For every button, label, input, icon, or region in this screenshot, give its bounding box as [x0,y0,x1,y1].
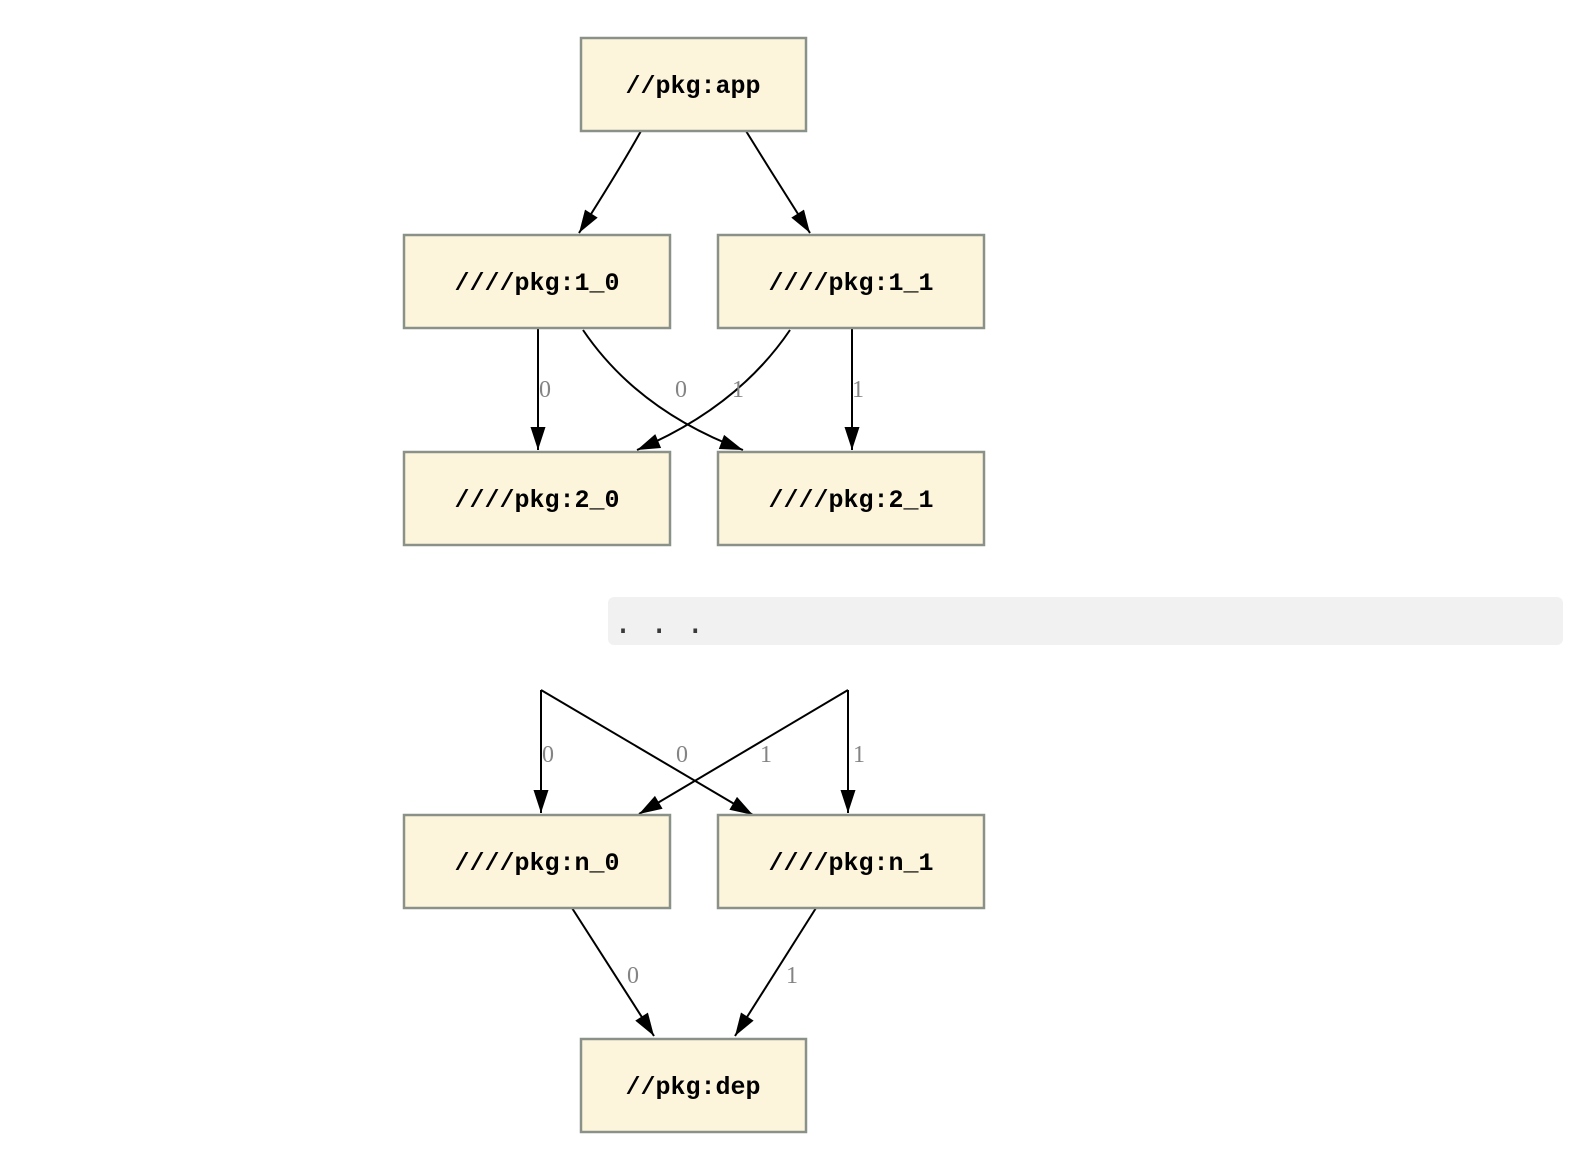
ellipsis-dots: . . . [614,606,704,641]
elided-code-band [608,597,1563,645]
edge-label-n_1-dep: 1 [786,963,798,989]
node-pkg-1_1: ////pkg:1_1 [716,233,986,330]
edge-label-elided-n_1-right: 1 [853,742,865,768]
edge-n_0-to-dep [571,907,655,1037]
node-pkg-n_1: ////pkg:n_1 [716,813,986,910]
node-label: ////pkg:2_1 [768,486,933,515]
node-box [579,36,808,133]
edge-elided-left-to-n_1 [540,689,754,816]
edge-1_1-to-2_0 [636,329,791,451]
edge-label-1_0-2_0: 0 [539,377,551,403]
edge-app-to-1_1 [745,130,811,234]
edge-elided-right-to-n_0 [638,689,849,815]
node-label: ////pkg:1_1 [768,269,933,298]
edge-1_0-to-2_1 [582,329,744,451]
edge-label-n_0-dep: 0 [627,963,639,989]
edge-label-1_0-2_1: 1 [732,377,744,403]
edge-label-elided-n_1-mid: 1 [760,742,772,768]
edge-label-1_1-2_1: 1 [852,377,864,403]
node-box [402,450,672,547]
node-box [716,813,986,910]
node-pkg-app: //pkg:app [579,36,808,133]
node-label: //pkg:dep [625,1073,760,1102]
node-box [716,233,986,330]
node-label: ////pkg:n_0 [454,849,619,878]
node-label: ////pkg:n_1 [768,849,933,878]
edge-label-elided-n_0-mid: 0 [676,742,688,768]
edge-label-1_1-2_0: 0 [675,377,687,403]
node-pkg-n_0: ////pkg:n_0 [402,813,672,910]
node-box [402,813,672,910]
node-box [716,450,986,547]
node-label: //pkg:app [625,72,760,101]
node-label: ////pkg:1_0 [454,269,619,298]
node-box [402,233,672,330]
node-pkg-2_0: ////pkg:2_0 [402,450,672,547]
node-pkg-1_0: ////pkg:1_0 [402,233,672,330]
node-pkg-2_1: ////pkg:2_1 [716,450,986,547]
node-pkg-dep: //pkg:dep [579,1037,808,1134]
node-box [579,1037,808,1134]
edge-label-elided-n_0-left: 0 [542,742,554,768]
node-label: ////pkg:2_0 [454,486,619,515]
edge-n_1-to-dep [734,907,817,1037]
edge-app-to-1_0 [578,130,642,234]
